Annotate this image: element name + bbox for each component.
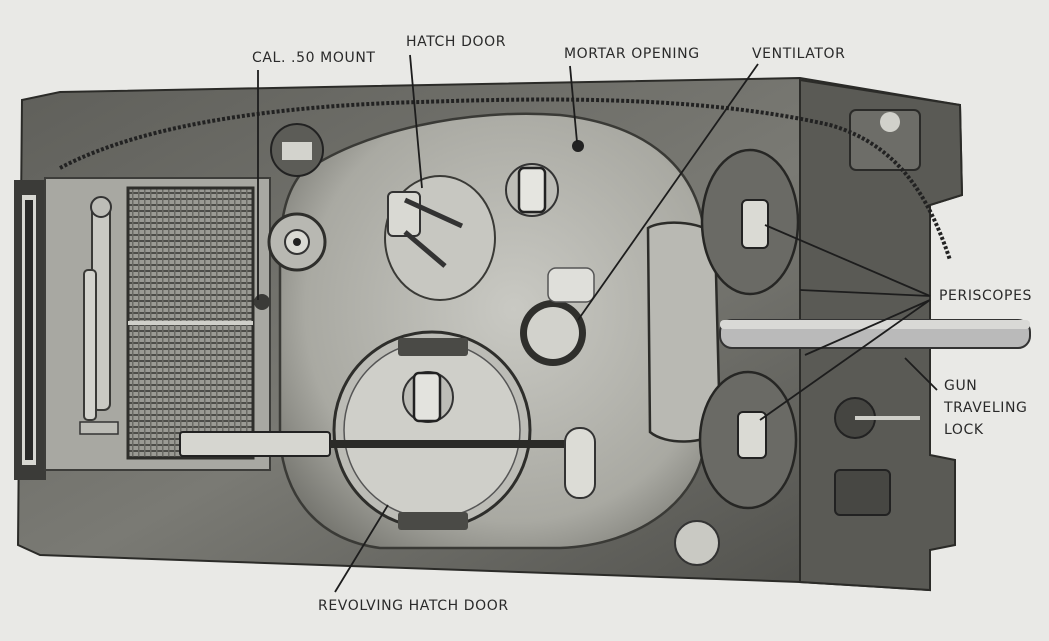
leader-ventilator bbox=[577, 63, 759, 321]
hatch-door bbox=[384, 175, 496, 301]
label-mortar-opening: MORTAR OPENING bbox=[564, 46, 700, 62]
leader-hatch-door bbox=[409, 54, 423, 189]
engine-grille bbox=[126, 186, 255, 460]
label-hatch-door: HATCH DOOR bbox=[406, 34, 506, 50]
leader-mortar bbox=[569, 65, 578, 143]
ventilator bbox=[520, 267, 595, 366]
leader-periscope-2 bbox=[799, 289, 931, 297]
label-gun: GUN bbox=[944, 378, 977, 394]
callout-labels: CAL. .50 MOUNT HATCH DOOR MORTAR OPENING… bbox=[252, 34, 1032, 614]
leader-revolving-hatch bbox=[334, 504, 389, 593]
gun-traveling-lock bbox=[834, 397, 920, 439]
leader-periscope-3 bbox=[759, 299, 931, 421]
leader-lines bbox=[257, 54, 938, 593]
label-periscopes: PERISCOPES bbox=[939, 288, 1032, 304]
revolving-hatch-door bbox=[332, 330, 532, 530]
label-lock: LOCK bbox=[944, 422, 984, 438]
cal50-mount bbox=[254, 123, 327, 310]
label-cal50-mount: CAL. .50 MOUNT bbox=[252, 50, 376, 66]
leader-periscope-4 bbox=[804, 299, 931, 356]
front-periscopes bbox=[698, 148, 800, 510]
deck-tools bbox=[79, 196, 119, 435]
label-ventilator: VENTILATOR bbox=[752, 46, 846, 62]
turret-periscope bbox=[505, 163, 559, 217]
label-revolving-hatch-door: REVOLVING HATCH DOOR bbox=[318, 598, 509, 614]
bottom-port bbox=[674, 520, 720, 566]
mortar-opening bbox=[572, 140, 584, 152]
machine-gun bbox=[179, 427, 596, 499]
leader-periscope-1 bbox=[764, 224, 931, 297]
leader-gun-lock bbox=[904, 357, 938, 391]
label-traveling: TRAVELING bbox=[943, 400, 1027, 416]
